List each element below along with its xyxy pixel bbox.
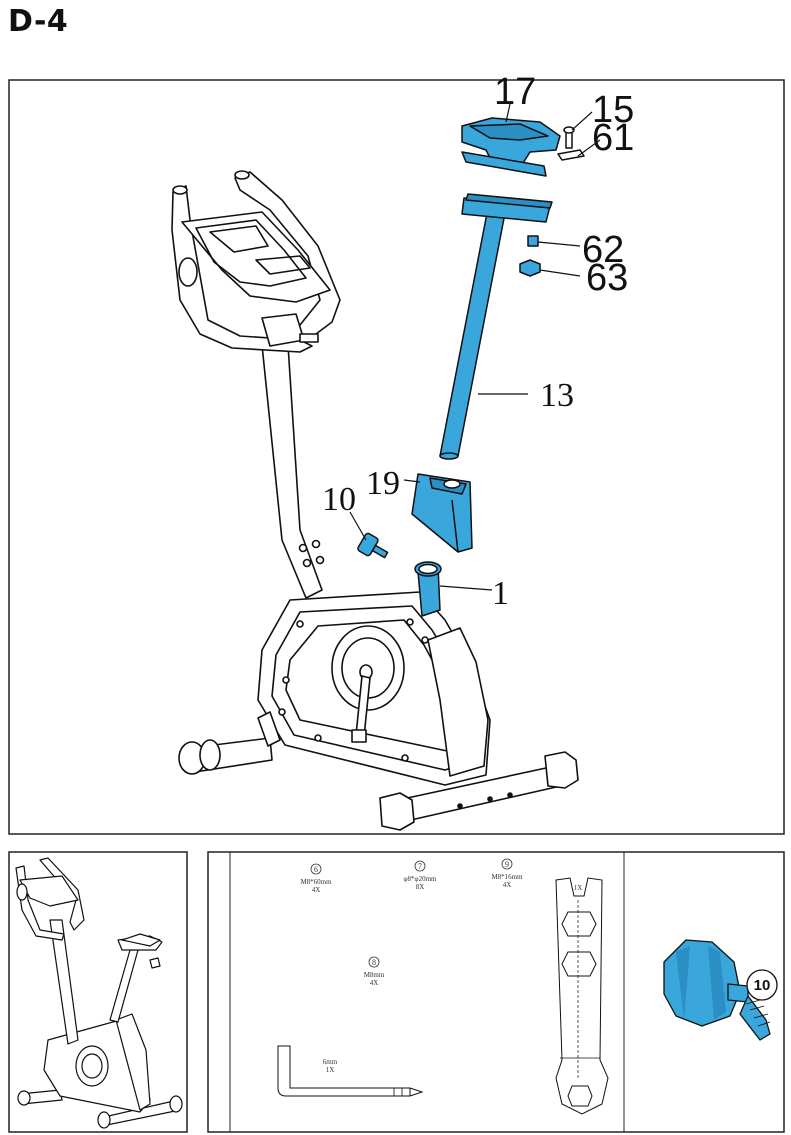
callout-leader-lines [349,103,601,591]
hardware-panel: 6 M8*60mm 4X 7 φ8*φ20mm 8X 9 M8*16mm 4X … [207,851,785,1133]
completed-bike-thumbnail [8,851,188,1133]
callout-61: 61 [592,117,634,159]
callout-63: 63 [586,257,628,299]
hardware-item-8-number: 8 [372,958,376,967]
part-1-seat-tube [414,561,442,617]
part-15-bolt [563,126,575,149]
knob-detail: 10 [663,939,778,1041]
callout-1: 1 [492,575,509,612]
hardware-item-7-qty: 8X [416,883,425,891]
part-62-bushing [527,235,539,247]
callout-15: 15 [592,89,634,131]
wrench-qty: 1X [574,884,583,892]
hardware-item-9-spec: M8*16mm [491,873,523,881]
part-61-washer [557,149,585,161]
bike-frame-drawing [171,170,579,831]
hardware-item-9-number: 9 [505,860,509,869]
hardware-item-7: 7 φ8*φ20mm 8X [404,860,438,891]
allen-key-qty: 1X [326,1066,335,1074]
part-17-seat [461,117,561,177]
allen-key-spec: 6mm [323,1058,338,1066]
part-19-cover [411,473,473,553]
seat-assembly-parts [357,117,585,617]
callout-10: 10 [322,481,356,518]
main-assembly-panel: 17 15 61 62 63 13 19 10 1 [8,71,785,835]
hardware-item-6-qty: 4X [312,886,321,894]
wrench-tool: 1X [555,877,609,1115]
hardware-item-6: 6 M8*60mm 4X [300,863,332,894]
hardware-item-7-number: 7 [418,862,422,871]
hardware-item-6-spec: M8*60mm [300,878,332,886]
hardware-item-9-qty: 4X [503,881,512,889]
callout-17: 17 [494,71,536,113]
allen-key-tool: 6mm 1X [277,1045,424,1097]
part-63-nut [519,259,541,277]
hardware-item-6-number: 6 [314,865,318,874]
hardware-item-8-qty: 4X [370,979,379,987]
hardware-item-9: 9 M8*16mm 4X [491,858,523,889]
callout-62: 62 [582,229,624,271]
callout-19: 19 [366,465,400,502]
hardware-item-7-spec: φ8*φ20mm [404,875,438,883]
hardware-item-8: 8 M8mm 4X [364,956,385,987]
part-13-seat-post [439,193,553,460]
part-10-knob [357,532,389,559]
hardware-item-8-spec: M8mm [364,971,385,979]
step-title: D-4 [8,4,69,39]
callout-13: 13 [540,377,574,414]
knob-badge: 10 [754,977,771,994]
